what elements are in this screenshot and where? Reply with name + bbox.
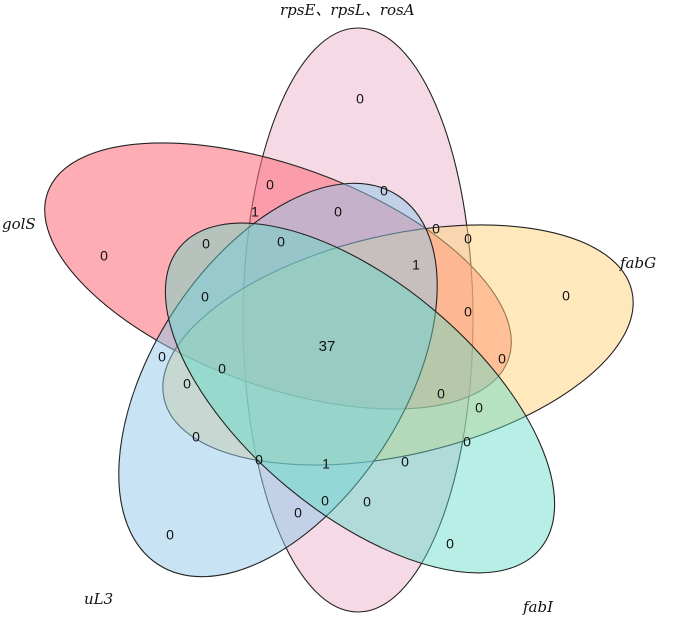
set-label-golS: golS [2, 215, 36, 233]
region-count: 0 [201, 289, 209, 305]
ellipse-fabI [164, 222, 556, 574]
region-count: 0 [266, 177, 274, 193]
region-count: 0 [498, 351, 506, 367]
region-count: 0 [218, 361, 226, 377]
region-count: 0 [356, 91, 364, 107]
region-count-center: 37 [319, 338, 336, 355]
region-count: 1 [251, 204, 259, 220]
region-count: 0 [277, 234, 285, 250]
set-label-uL3: uL3 [84, 590, 113, 608]
region-count: 0 [334, 204, 342, 220]
set-label-fabG: fabG [619, 254, 656, 272]
region-count: 0 [183, 376, 191, 392]
region-count: 0 [446, 536, 454, 552]
region-count: 0 [475, 400, 483, 416]
region-count: 0 [321, 493, 329, 509]
region-count: 0 [202, 236, 210, 252]
region-count: 0 [463, 434, 471, 450]
region-count: 0 [562, 288, 570, 304]
ellipse-uL3 [118, 182, 438, 578]
region-count: 0 [255, 452, 263, 468]
region-count: 0 [363, 494, 371, 510]
region-count: 1 [322, 456, 330, 472]
region-count: 0 [437, 386, 445, 402]
region-count: 0 [100, 248, 108, 264]
region-count: 1 [412, 257, 420, 273]
region-count: 0 [464, 304, 472, 320]
region-count: 0 [158, 349, 166, 365]
region-count: 0 [432, 221, 440, 237]
region-count: 0 [192, 429, 200, 445]
region-count: 0 [166, 527, 174, 543]
region-count: 0 [464, 231, 472, 247]
region-count: 0 [294, 505, 302, 521]
set-label-fabI: fabI [522, 598, 554, 616]
set-label-rps: rpsE、rpsL、rosA [280, 1, 415, 19]
region-count: 0 [380, 183, 388, 199]
region-count: 0 [401, 454, 409, 470]
